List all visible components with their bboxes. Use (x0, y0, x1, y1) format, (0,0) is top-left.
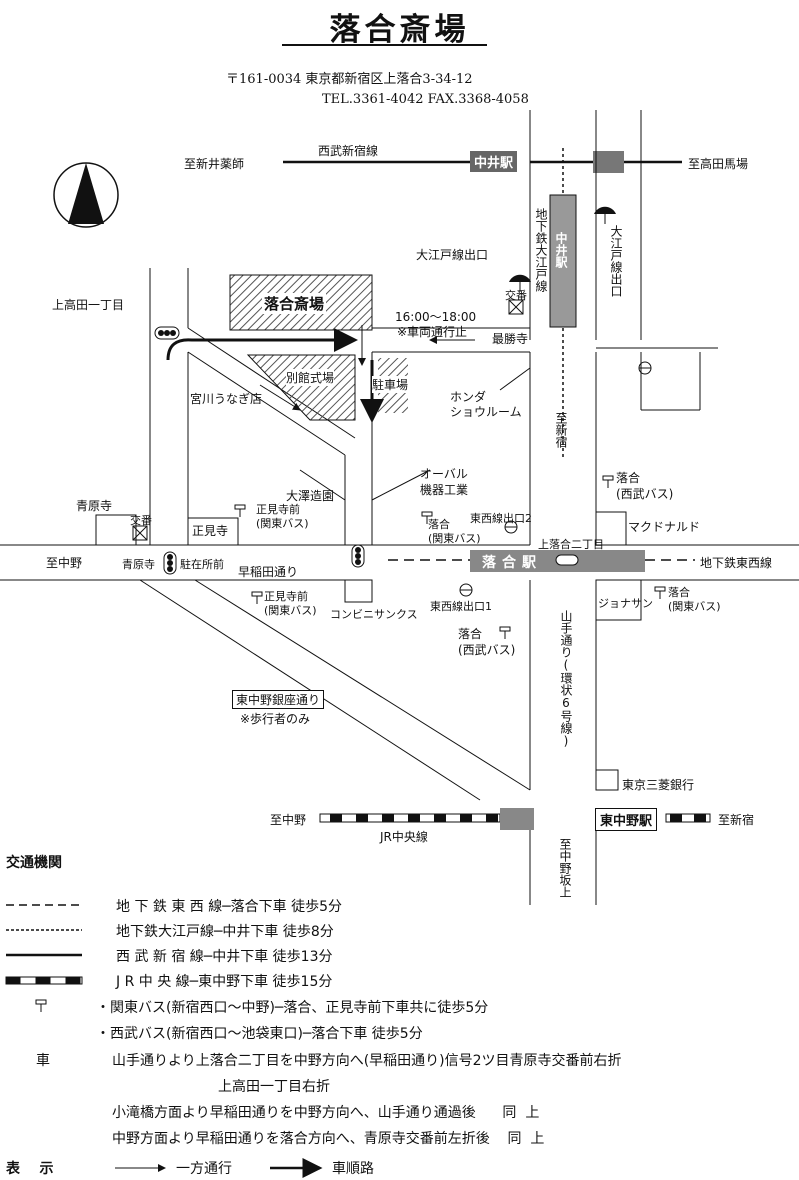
legend-car-row-1: 山手通りより上落合二丁目を中野方向へ(早稲田通り)信号2ツ目青原寺交番前右折 (112, 1053, 622, 1069)
label-ochiai-seibu-bus-2: 落合 (西武バス) (458, 627, 516, 657)
label-osawa: 大澤造園 (286, 489, 335, 503)
title-underline (282, 44, 487, 46)
label-tozai-exit-2: 東西線出口2 (470, 512, 532, 525)
legend-row-seibu-bus: ・西武バス(新宿西口〜池袋東口)─落合下車 徒歩5分 (96, 1026, 423, 1042)
label-to-nakano-2: 至中野 (270, 813, 307, 827)
label-honda: ホンダ ショウルーム (450, 390, 522, 419)
label-chuzaisho-mae: 駐在所前 (180, 558, 224, 571)
label-mitsubishi-bank: 東京三菱銀行 (622, 778, 695, 792)
legend-car-route: 車順路 (332, 1161, 374, 1177)
label-yamate-dori: 山手通り(環状6号線) (559, 610, 573, 748)
label-higashinakano-station: 東中野駅 (595, 808, 658, 831)
legend-line-samples (5, 904, 323, 1178)
kamitakada-curve (166, 328, 358, 361)
legend-row-seibu: 西 武 新 宿 線─中井下車 徒歩13分 (116, 949, 333, 965)
label-restriction-time: 16:00〜18:00 (395, 310, 477, 324)
label-ochiai-station: 落合駅 (482, 555, 542, 571)
label-pedestrian-only: ※歩行者のみ (240, 712, 311, 726)
label-oedo-exit-left: 大江戸線出口 (416, 248, 489, 262)
label-oedo-line: 地下鉄大江戸線 (534, 208, 548, 292)
label-to-nakanosakaue: 至中野坂上 (558, 838, 572, 898)
label-to-nakano: 至中野 (46, 556, 83, 570)
address: 〒161-0034 東京都新宿区上落合3-34-12 (226, 72, 473, 87)
label-restriction-note: ※車両通行止 (397, 325, 468, 339)
legend-car-row-4: 中野方面より早稲田通りを落合方向へ、青原寺交番前左折後 同 上 (112, 1131, 545, 1147)
label-ochiai-kanto: 落合 (関東バス) (428, 518, 481, 545)
label-koban: 交番 (505, 289, 527, 302)
bus-stop-icon (234, 475, 666, 639)
label-seiganji: 青原寺 (76, 499, 113, 513)
seibu-shinjuku-line (283, 151, 682, 173)
page-title: 落合斎場 (329, 12, 470, 48)
subway-exit-icon (459, 206, 652, 597)
label-saishoji: 最勝寺 (492, 332, 529, 346)
legend-row-jr: J R 中 央 線─東中野下車 徒歩15分 (116, 974, 333, 990)
legend-row-oedo: 地下鉄大江戸線─中井下車 徒歩8分 (116, 924, 334, 940)
label-kamiochiai-2: 上落合二丁目 (538, 538, 604, 551)
signal-icon (154, 326, 579, 575)
label-tozai-exit-1: 東西線出口1 (430, 600, 492, 613)
legend-display-label: 表 示 (6, 1161, 54, 1177)
label-to-araiyakushi: 至新井薬師 (184, 157, 245, 171)
label-jr-chuo: JR中央線 (380, 830, 428, 844)
label-to-shinjuku-vertical: 至新宿 (554, 412, 568, 448)
legend-car-row-3: 小滝橋方面より早稲田通りを中野方向へ、山手通り通過後 同 上 (112, 1105, 540, 1121)
label-miyagawa: 宮川うなぎ店 (190, 392, 263, 406)
nakai-oedo-station-block (549, 194, 577, 328)
label-ochiai-seibu-bus: 落合 (西武バス) (616, 471, 674, 501)
label-oval: オーバル 機器工業 (420, 467, 469, 497)
label-saijo: 落合斎場 (262, 293, 327, 314)
tel-fax: TEL.3361-4042 FAX.3368-4058 (322, 92, 529, 107)
label-koban-2: 交番 (130, 514, 152, 527)
label-seibu-line: 西武新宿線 (318, 144, 379, 158)
label-parking: 駐車場 (372, 376, 409, 393)
label-kamitakada: 上高田一丁目 (52, 298, 125, 312)
label-oedo-exit-right: 大江戸線出口 (609, 225, 623, 297)
north-arrow-icon (53, 162, 119, 228)
label-waseda-dori: 早稲田通り (238, 565, 299, 579)
legend-oneway: 一方通行 (176, 1161, 232, 1177)
label-ochiai-kanto-2: 落合 (関東バス) (668, 586, 721, 613)
legend-row-tozai: 地 下 鉄 東 西 線─落合下車 徒歩5分 (116, 899, 343, 915)
label-nakai-station: 中井駅 (470, 151, 518, 172)
label-shokenji-mae-kanto-2: 正見寺前 (関東バス) (264, 590, 317, 617)
label-to-takadanobaba: 至高田馬場 (688, 157, 749, 171)
koban-icon (132, 299, 524, 541)
label-nakai-oedo-station: 中井駅 (554, 232, 568, 268)
label-shokenji-mae-kanto: 正見寺前 (関東バス) (256, 503, 309, 530)
legend-heading: 交通機関 (6, 855, 62, 871)
label-seiganji-chuzai: 青原寺 (122, 558, 155, 571)
label-jonathan: ジョナサン (598, 597, 653, 610)
label-to-shinjuku-2: 至新宿 (718, 813, 755, 827)
label-bekkan: 別館式場 (286, 369, 335, 386)
legend-car-label: 車 (36, 1053, 50, 1069)
legend-row-kanto-bus: ・関東バス(新宿西口〜中野)─落合、正見寺前下車共に徒歩5分 (96, 1000, 489, 1016)
label-tozai-line: 地下鉄東西線 (700, 556, 773, 570)
label-mcdonalds: マクドナルド (628, 520, 701, 534)
label-shokenji: 正見寺 (192, 524, 229, 538)
label-convenience: コンビニサンクス (330, 608, 418, 621)
label-higashinakano-ginza: 東中野銀座通り (232, 690, 325, 709)
small-buildings (95, 511, 642, 791)
legend-car-row-2: 上高田一丁目右折 (218, 1079, 330, 1095)
jr-chuo-line (319, 808, 711, 830)
